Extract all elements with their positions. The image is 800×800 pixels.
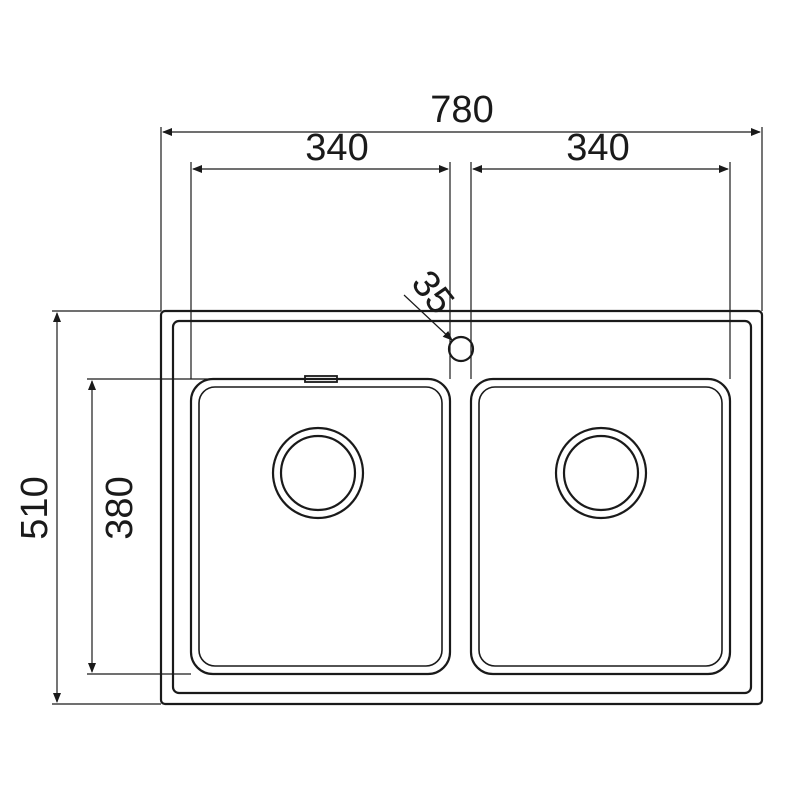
dimension-lines (53, 128, 761, 703)
right-drain-inner (562, 434, 640, 512)
label-overall-width: 780 (430, 89, 493, 131)
dimension-labels: 780 340 340 35 510 380 (14, 89, 630, 540)
right-bowl-outer (469, 377, 732, 676)
left-bowl-outer (189, 377, 452, 676)
tap-hole (447, 335, 475, 363)
tap-hole-circle (447, 335, 475, 363)
extension-lines (52, 127, 763, 705)
sink-outer-edge (159, 309, 764, 706)
label-left-bowl-width: 340 (305, 127, 368, 169)
right-bowl-inner (478, 386, 723, 667)
leader-line-tap-hole (403, 294, 453, 341)
left-drain-inner (279, 434, 357, 512)
right-drain-outer (554, 426, 648, 520)
label-bowl-depth: 380 (99, 476, 141, 539)
left-bowl-inner (198, 386, 443, 667)
label-right-bowl-width: 340 (566, 127, 629, 169)
left-bowl (189, 375, 452, 676)
right-bowl (469, 377, 732, 676)
label-overall-depth: 510 (14, 476, 56, 539)
label-tap-hole-diameter: 35 (403, 263, 462, 322)
sink-outline (159, 309, 764, 706)
sink-rim-edge (171, 319, 753, 695)
left-drain-outer (271, 426, 365, 520)
